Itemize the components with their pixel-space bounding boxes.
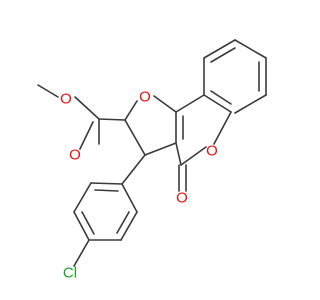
- bond-methyl-o: [37, 84, 59, 98]
- atom-o-ester: O: [60, 91, 72, 108]
- bond-ester-carbonyl-2: [79, 121, 94, 150]
- bond-benzo-3: [234, 39, 267, 59]
- bond-aryl-5-double: [116, 211, 130, 234]
- bond-c9b-c9a: [175, 94, 205, 113]
- bond-aryl-2: [73, 182, 92, 213]
- bond-aryl-3: [73, 211, 90, 241]
- atom-o-furan: O: [139, 89, 151, 106]
- bond-aryl-1-double: [94, 189, 119, 192]
- atom-o-pyranone: O: [206, 143, 218, 160]
- bond-benzo-2: [203, 39, 236, 59]
- bonds: [37, 39, 267, 267]
- bond-c9a-c5a-left: [203, 94, 232, 113]
- atom-o-carbonyl: O: [69, 147, 81, 164]
- bond-c3-aryl: [121, 154, 146, 185]
- bond-c5a-opyranone: [213, 111, 232, 145]
- atom-chlorine: Cl: [63, 265, 77, 282]
- bond-c3-c3a: [144, 142, 177, 156]
- bond-aryl-6: [121, 183, 138, 213]
- atom-o-lactone-carbonyl: O: [176, 190, 188, 207]
- bond-benzo-5: [234, 94, 267, 114]
- bond-benzo-2-double: [210, 47, 236, 63]
- bond-c4-c3a: [175, 142, 182, 166]
- atom-labels: O O O O O Cl: [60, 89, 218, 282]
- bond-aryl-cl: [73, 239, 90, 267]
- bond-o-carbonyl-carbon: [74, 96, 100, 120]
- bond-benzo-6-double: [210, 90, 232, 105]
- chemical-structure-diagram: O O O O O Cl: [37, 39, 267, 282]
- bond-aryl-3-double: [81, 211, 95, 235]
- bond-aryl-1: [90, 182, 123, 185]
- bond-carbonyl-c2: [98, 118, 126, 121]
- bond-opyranone-c4: [180, 146, 207, 166]
- bond-aryl-5: [120, 211, 138, 241]
- bond-c2-c3: [124, 119, 146, 156]
- bond-c2-ofuran: [124, 100, 138, 121]
- bond-ofuran-c9b: [153, 95, 177, 113]
